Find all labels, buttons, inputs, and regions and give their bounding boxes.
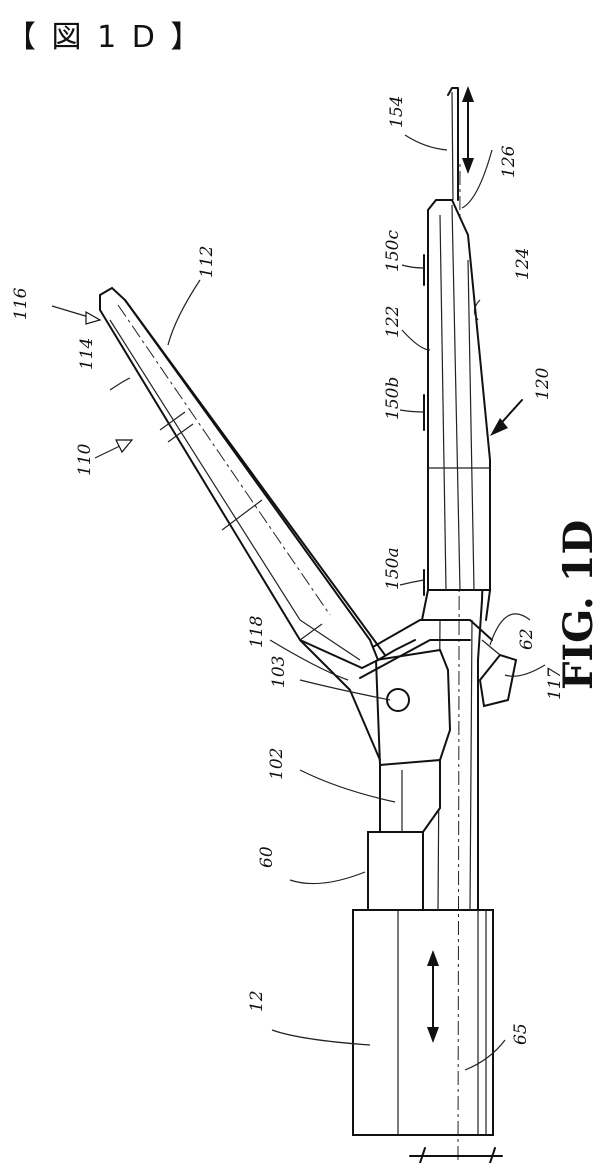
- wire-motion-arrow: [462, 86, 474, 174]
- label-60: 60: [257, 846, 277, 868]
- label-120: 120: [533, 367, 553, 400]
- lower-tab: [480, 640, 516, 706]
- label-122: 122: [383, 306, 403, 338]
- label-110: 110: [75, 443, 95, 476]
- label-65: 65: [511, 1023, 531, 1045]
- label-112: 112: [197, 246, 217, 278]
- label-62: 62: [517, 628, 537, 650]
- label-118: 118: [247, 615, 267, 648]
- outer-shaft: [353, 910, 493, 1135]
- label-124: 124: [513, 248, 533, 280]
- label-150a: 150a: [383, 547, 403, 590]
- label-126: 126: [499, 145, 519, 178]
- firing-wire: [448, 88, 458, 200]
- label-116: 116: [11, 287, 31, 320]
- figure-title: FIG. 1D: [555, 520, 602, 690]
- label-12: 12: [247, 990, 267, 1012]
- label-103: 103: [269, 656, 289, 688]
- lower-jaw: [422, 200, 490, 620]
- label-150c: 150c: [383, 230, 403, 272]
- label-114: 114: [77, 338, 97, 370]
- axis-marker: [410, 1148, 502, 1163]
- clevis-body: [368, 745, 440, 910]
- upper-jaw: [100, 288, 385, 668]
- label-150b: 150b: [383, 377, 403, 420]
- label-102: 102: [267, 748, 287, 780]
- label-154: 154: [387, 96, 407, 128]
